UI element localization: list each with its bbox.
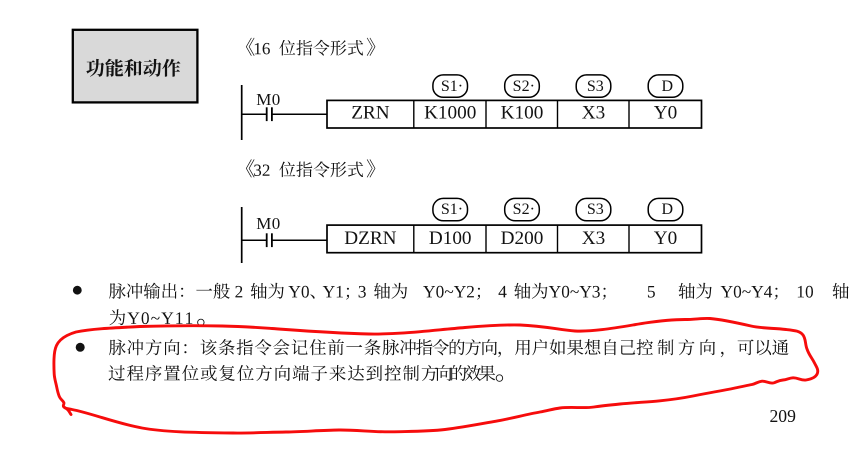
- svg-text:S1·: S1·: [441, 201, 463, 218]
- svg-text:K100: K100: [501, 103, 544, 124]
- svg-text:D: D: [662, 201, 674, 218]
- svg-text:DZRN: DZRN: [344, 228, 396, 249]
- svg-text:X3: X3: [582, 103, 605, 124]
- svg-text:S1·: S1·: [441, 78, 463, 95]
- svg-text:D100: D100: [429, 228, 472, 249]
- svg-text:S2·: S2·: [513, 78, 535, 95]
- svg-text:S3: S3: [587, 78, 604, 95]
- svg-text:ZRN: ZRN: [351, 103, 390, 124]
- svg-text:X3: X3: [582, 228, 605, 249]
- svg-text:D200: D200: [501, 228, 544, 249]
- svg-text:M0: M0: [256, 214, 281, 233]
- svg-text:D: D: [662, 78, 674, 95]
- svg-text:Y0: Y0: [654, 228, 677, 249]
- svg-text:K1000: K1000: [424, 103, 476, 124]
- svg-text:209: 209: [770, 406, 797, 426]
- svg-text:S2·: S2·: [513, 201, 535, 218]
- svg-text:Y0: Y0: [654, 103, 677, 124]
- svg-text:S3: S3: [587, 201, 604, 218]
- svg-text:M0: M0: [256, 90, 281, 109]
